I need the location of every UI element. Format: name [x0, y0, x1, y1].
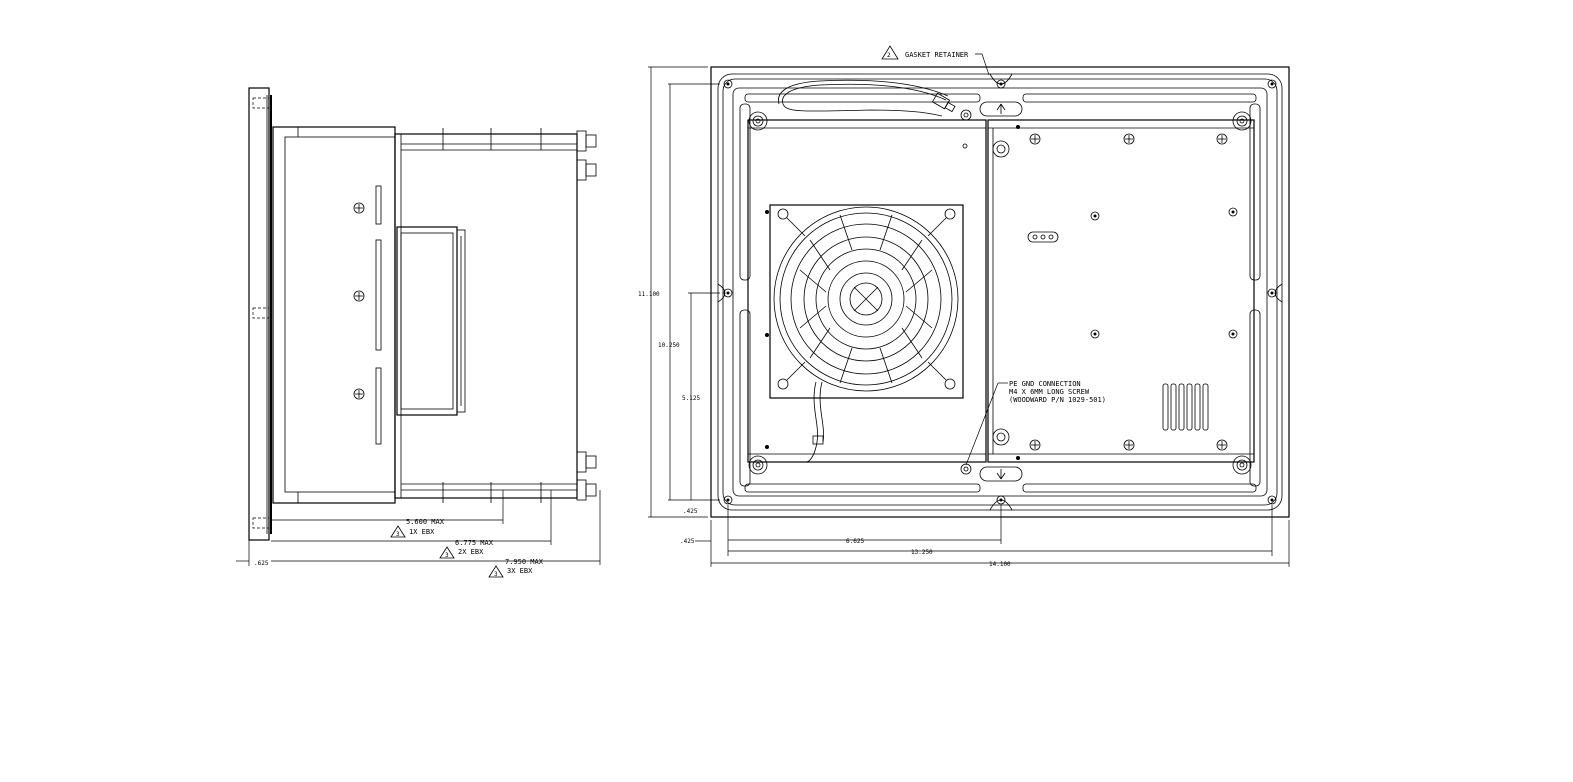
note-triangle-icon — [439, 546, 455, 559]
note-triangle-icon — [488, 565, 504, 578]
dim-14100: 14.100 — [989, 561, 1011, 568]
side-view — [248, 87, 597, 541]
io-panel — [987, 119, 1255, 463]
dim-10250: 10.250 — [658, 342, 680, 349]
fan-icon — [769, 204, 964, 463]
dim-0425-horizontal: .425 — [680, 538, 695, 545]
triangle-num: 3 — [396, 531, 400, 538]
top-handle — [979, 101, 1023, 117]
dim-5600: 5.600 MAX — [406, 518, 445, 526]
side-screw-icon — [353, 202, 365, 400]
note-triangle-icon — [881, 45, 899, 60]
fan-panel — [747, 119, 987, 463]
front-plate — [710, 66, 1290, 518]
pe-note-line3: (WOODWARD P/N 1029-501) — [1009, 396, 1106, 404]
pe-note-line1: PE GND CONNECTION — [1009, 380, 1081, 388]
triangle-num: 3 — [445, 552, 449, 559]
pe-note-line2: M4 X 6MM LONG SCREW — [1009, 388, 1090, 396]
side-bezel — [248, 87, 270, 541]
dim-5125: 5.125 — [682, 395, 700, 402]
triangle-num: 3 — [494, 571, 498, 578]
cable — [782, 83, 947, 117]
dim-7950-note: 3X EBX — [507, 567, 533, 575]
bottom-handle — [979, 466, 1023, 482]
dim-0425-vertical: .425 — [683, 508, 698, 515]
gasket-triangle-num: 2 — [887, 52, 891, 59]
connector-slot — [1027, 231, 1059, 243]
panel-screw-icon — [1029, 133, 1238, 451]
side-rear-module — [394, 133, 578, 499]
side-fan — [396, 226, 458, 416]
dim-0625: .625 — [254, 560, 269, 567]
dim-13250: 13.250 — [911, 549, 933, 556]
dim-7950: 7.950 MAX — [505, 558, 544, 566]
mount-hole-icon — [723, 79, 1277, 505]
note-triangle-icon — [390, 525, 406, 538]
standoff-icon — [748, 109, 1252, 475]
side-chassis — [272, 126, 396, 504]
dim-6775-note: 2X EBX — [458, 548, 484, 556]
gasket-retainer-label: GASKET RETAINER — [905, 51, 969, 59]
dim-5600-note: 1X EBX — [409, 528, 435, 536]
side-dimensions: 5.600 MAX 3 1X EBX 6.775 MAX 3 2X EBX 7.… — [236, 490, 601, 578]
dim-11100: 11.100 — [638, 291, 660, 298]
front-view: PE GND CONNECTION M4 X 6MM LONG SCREW (W… — [710, 45, 1290, 518]
dim-6625: 6.625 — [846, 538, 864, 545]
front-dimensions: 11.100 10.250 5.125 .425 .425 6.625 13.2… — [638, 66, 1290, 568]
dim-6775: 6.775 MAX — [455, 539, 494, 547]
vent-slots — [1162, 383, 1209, 431]
